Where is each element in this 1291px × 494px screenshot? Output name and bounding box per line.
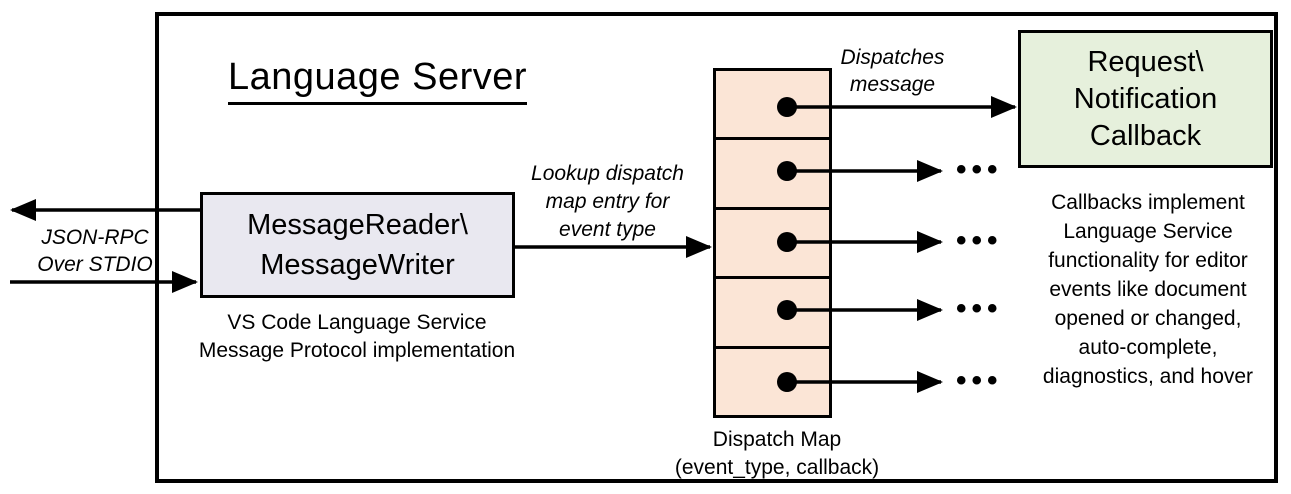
callback-box-line3: Callback bbox=[1089, 119, 1202, 152]
message-reader-line: MessageReader\ bbox=[247, 209, 468, 241]
dispatch-map-caption: Dispatch Map (event_type, callback) bbox=[647, 426, 907, 482]
message-box-caption-line2: Message Protocol implementation bbox=[198, 339, 516, 362]
lookup-dispatch-label-line2: map entry for bbox=[545, 190, 670, 213]
diagram-title: Language Server bbox=[228, 56, 528, 105]
callbacks-note-line: Language Service bbox=[1063, 220, 1233, 243]
message-reader-writer-box: MessageReader\ MessageWriter bbox=[200, 192, 515, 298]
callbacks-note-line: Callbacks implement bbox=[1051, 191, 1245, 214]
lookup-dispatch-label: Lookup dispatch map entry for event type bbox=[505, 160, 710, 244]
json-rpc-label-line2: Over STDIO bbox=[37, 253, 153, 276]
dispatch-map-cell-1 bbox=[716, 71, 829, 138]
dispatch-map-cell-4 bbox=[716, 276, 829, 346]
dispatch-map-cell-2 bbox=[716, 137, 829, 207]
ellipsis-row-4: ••• bbox=[956, 292, 1003, 325]
dispatches-message-label-line1: Dispatches bbox=[840, 46, 945, 69]
callbacks-note-line: auto-complete, bbox=[1078, 336, 1218, 359]
callbacks-note-line: events like document bbox=[1049, 278, 1247, 301]
ellipsis-row-5: ••• bbox=[956, 364, 1003, 397]
message-box-caption: VS Code Language Service Message Protoco… bbox=[177, 309, 537, 365]
callback-box-line2: Notification bbox=[1073, 82, 1218, 115]
callbacks-note-line: diagnostics, and hover bbox=[1042, 365, 1254, 388]
dispatch-map-cell-3 bbox=[716, 206, 829, 277]
dispatch-map-caption-line2: (event_type, callback) bbox=[674, 456, 880, 479]
json-rpc-label-line1: JSON-RPC bbox=[41, 226, 149, 249]
callback-box-line1: Request\ bbox=[1087, 45, 1204, 78]
dispatch-map bbox=[713, 68, 832, 418]
language-server-boundary bbox=[155, 12, 1278, 483]
callbacks-note-line: functionality for editor bbox=[1048, 249, 1248, 272]
request-notification-callback-box: Request\ Notification Callback bbox=[1018, 30, 1273, 168]
callbacks-note: Callbacks implement Language Service fun… bbox=[1012, 188, 1284, 391]
dispatch-map-cell-5 bbox=[716, 345, 829, 416]
lookup-dispatch-label-line1: Lookup dispatch bbox=[531, 162, 684, 185]
json-rpc-label: JSON-RPC Over STDIO bbox=[15, 224, 175, 278]
lookup-dispatch-label-line3: event type bbox=[559, 218, 656, 241]
dispatches-message-label-line2: message bbox=[849, 73, 936, 96]
dispatches-message-label: Dispatches message bbox=[830, 44, 955, 98]
message-writer-line: MessageWriter bbox=[260, 249, 455, 281]
message-box-caption-line1: VS Code Language Service bbox=[227, 311, 487, 334]
ellipsis-row-2: ••• bbox=[956, 153, 1003, 186]
callbacks-note-line: opened or changed, bbox=[1054, 307, 1242, 330]
ellipsis-row-3: ••• bbox=[956, 224, 1003, 257]
dispatch-map-caption-line1: Dispatch Map bbox=[712, 428, 842, 451]
